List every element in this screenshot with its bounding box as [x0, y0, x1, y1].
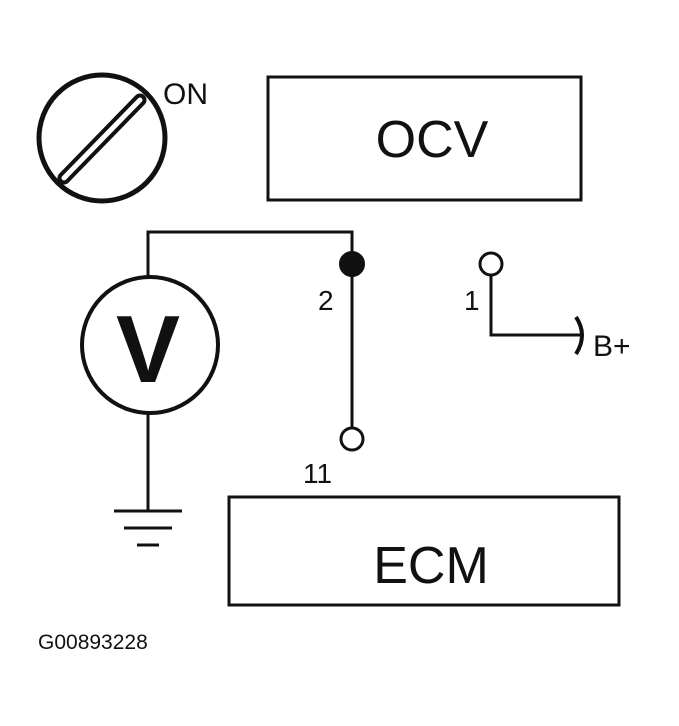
supply-bracket-icon — [574, 315, 584, 356]
circuit-wires — [146, 230, 582, 510]
terminal-2-label: 2 — [318, 285, 334, 316]
voltmeter-symbol: V — [116, 296, 180, 403]
ground-icon — [114, 509, 182, 547]
figure-id: G00893228 — [38, 631, 148, 654]
supply-label: B+ — [593, 330, 631, 363]
terminal-11-label: 11 — [303, 458, 332, 489]
terminal-2-dot — [339, 251, 365, 277]
ocv-box — [266, 75, 583, 202]
ecm-label: ECM — [373, 537, 489, 595]
ignition-on-label: ON — [163, 78, 208, 111]
ocv-label: OCV — [376, 111, 489, 169]
terminal-11-circle — [339, 426, 365, 452]
terminal-1-label: 1 — [464, 285, 480, 316]
terminal-1-circle — [478, 251, 504, 277]
ignition-switch-icon — [36, 72, 168, 204]
voltmeter-icon — [80, 275, 220, 415]
ecm-box — [227, 495, 621, 607]
